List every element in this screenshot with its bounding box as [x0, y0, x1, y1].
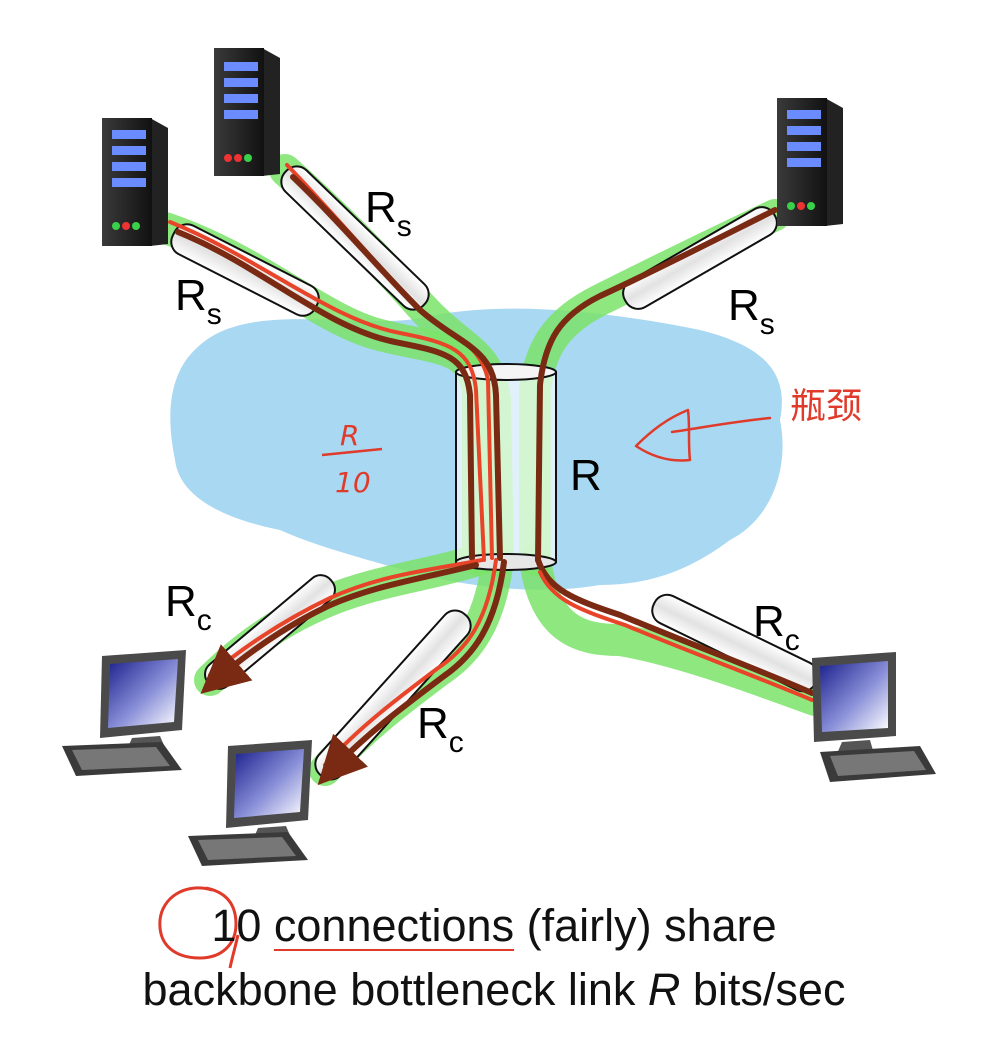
handwritten-fraction: R 10: [321, 419, 383, 499]
handwritten-note: 瓶颈: [790, 386, 862, 427]
link-label-rs-right: Rs: [728, 281, 775, 341]
caption-line-2: backbone bottleneck link R bits/sec: [0, 962, 988, 1018]
client-computer-left-lower: [188, 740, 312, 866]
server-top: [214, 48, 280, 176]
caption-line-1: 10 connections (fairly) share: [0, 898, 988, 954]
link-label-rc-left: Rc: [165, 577, 212, 637]
client-computer-left: [62, 650, 186, 776]
caption-italic-r: R: [647, 964, 681, 1015]
client-computer-right: [812, 652, 936, 782]
caption-rest: (fairly) share: [526, 900, 777, 951]
link-label-rs-left: Rs: [175, 271, 222, 331]
flow-paths: [168, 163, 815, 786]
caption-before: backbone bottleneck link: [142, 964, 636, 1015]
server-left: [102, 118, 168, 246]
backbone-label: R: [570, 451, 602, 500]
handwritten-circle: [158, 886, 240, 969]
link-label-rs-top: Rs: [365, 183, 412, 243]
server-right: [777, 98, 843, 226]
caption-connections: connections: [273, 900, 515, 951]
svg-text:R: R: [340, 419, 359, 452]
link-label-rc-right: Rc: [753, 597, 800, 657]
link-label-rc-middle: Rc: [417, 699, 464, 759]
caption-number: 10: [211, 900, 262, 951]
svg-text:10: 10: [335, 466, 371, 499]
handwritten-arrow: [634, 408, 772, 462]
caption-after: bits/sec: [692, 964, 846, 1015]
